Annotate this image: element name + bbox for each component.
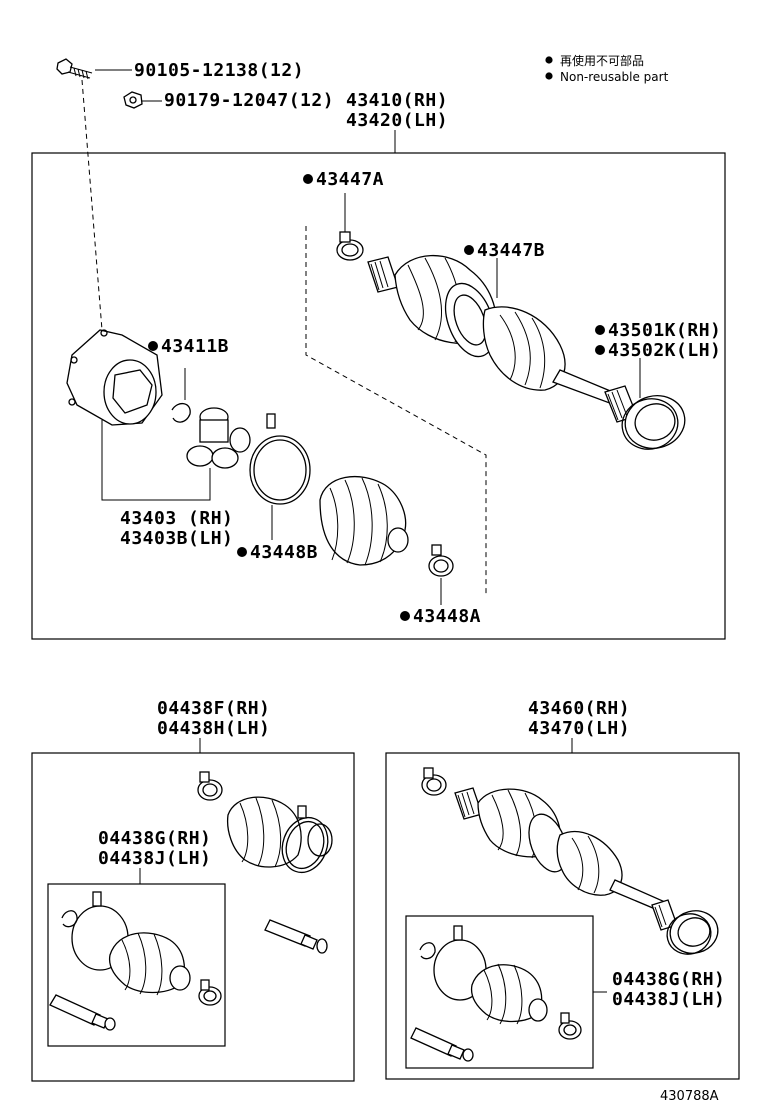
- label-kit-in-lh-left: 04438J(LH): [98, 848, 211, 869]
- label-assy-lh: 43470(LH): [528, 718, 630, 739]
- boot-ring-icon: [666, 910, 719, 955]
- grease-tube-icon: [264, 919, 328, 954]
- label-band-a: 43448A: [413, 606, 481, 627]
- clamp-icon: [197, 771, 223, 801]
- legend-dot-icon: [545, 72, 553, 80]
- label-clamp-b: 43447B: [477, 240, 545, 261]
- label-shaft-rh: 43410(RH): [346, 90, 448, 111]
- non-reusable-dot-icon: [237, 547, 247, 557]
- drive-shaft-icon: [454, 787, 678, 931]
- label-tripod-lh: 43403B(LH): [120, 528, 233, 549]
- label-tripod-rh: 43403 (RH): [120, 508, 233, 529]
- inner-kit-box-left: [47, 883, 226, 1047]
- legend-dot-icon: [545, 56, 553, 64]
- label-assy-rh: 43460(RH): [528, 698, 630, 719]
- bolt-leader: [81, 79, 103, 331]
- outer-kit-box: [31, 752, 355, 1082]
- non-reusable-dot-icon: [595, 325, 605, 335]
- label-clamp-a: 43447A: [316, 169, 384, 190]
- replacement-assembly-box: [385, 752, 740, 1080]
- drive-shaft-icon: [367, 254, 638, 423]
- tripod-joint-icon: [186, 407, 251, 469]
- non-reusable-dot-icon: [595, 345, 605, 355]
- legend-line-1: 再使用不可部品: [560, 53, 644, 68]
- clamp-icon: [198, 979, 222, 1006]
- clamp-icon: [428, 544, 454, 577]
- band-icon: [249, 413, 311, 505]
- label-nut: 90179-12047(12): [164, 90, 334, 111]
- main-assembly-box: [31, 152, 726, 640]
- snap-ring-icon: [419, 942, 436, 960]
- boot-icon: [226, 796, 302, 868]
- label-bolt: 90105-12138(12): [134, 60, 304, 81]
- boot-icon: [433, 925, 548, 1025]
- band-icon: [281, 805, 333, 874]
- legend: 再使用不可部品 Non-reusable part: [545, 53, 669, 84]
- label-boot-rh: 43501K(RH): [608, 320, 721, 341]
- clamp-icon: [336, 231, 364, 261]
- non-reusable-dot-icon: [303, 174, 313, 184]
- label-kit-in-rh-left: 04438G(RH): [98, 828, 211, 849]
- non-reusable-dot-icon: [464, 245, 474, 255]
- grease-tube-icon: [49, 994, 116, 1031]
- nut-icon: [123, 91, 143, 109]
- label-kit-out-lh: 04438H(LH): [157, 718, 270, 739]
- boot-ring-icon: [621, 395, 686, 450]
- clamp-icon: [421, 767, 447, 796]
- label-kit-in-rh-right: 04438G(RH): [612, 969, 725, 990]
- snap-ring-icon: [171, 403, 191, 423]
- label-band-b: 43448B: [250, 542, 318, 563]
- housing-icon: [66, 329, 163, 426]
- legend-line-2: Non-reusable part: [560, 70, 669, 84]
- boot-icon: [71, 891, 191, 996]
- figure-number: 430788A: [660, 1089, 719, 1104]
- label-housing: 43411B: [161, 336, 229, 357]
- grease-tube-icon: [410, 1027, 474, 1062]
- clamp-icon: [558, 1012, 582, 1040]
- label-kit-out-rh: 04438F(RH): [157, 698, 270, 719]
- dashed-guide: [305, 226, 487, 595]
- bolt-icon: [56, 58, 93, 80]
- label-kit-in-lh-right: 04438J(LH): [612, 989, 725, 1010]
- tripod-leader: [101, 420, 211, 501]
- non-reusable-dot-icon: [400, 611, 410, 621]
- label-boot-lh: 43502K(LH): [608, 340, 721, 361]
- label-shaft-lh: 43420(LH): [346, 110, 448, 131]
- non-reusable-dot-icon: [148, 341, 158, 351]
- boot-icon: [319, 475, 409, 566]
